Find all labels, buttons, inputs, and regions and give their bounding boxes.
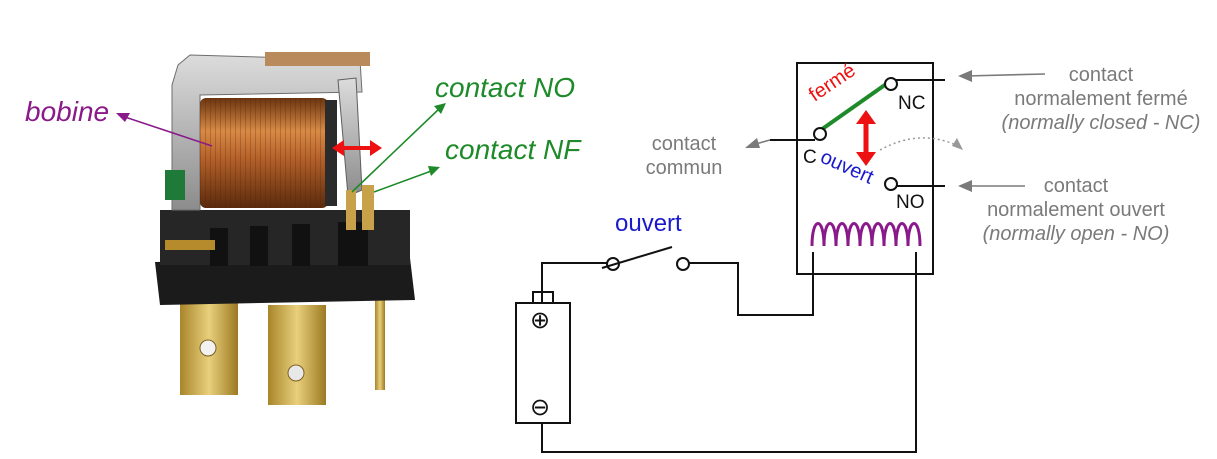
no-desc-line1: contact [1043, 175, 1109, 197]
common-contact-line2: commun [645, 157, 723, 179]
pin-no-label: NO [896, 192, 925, 213]
terminal-hole [199, 339, 217, 357]
coil-label: bobine [25, 96, 110, 127]
contact-blade-closed [816, 80, 891, 134]
nc-desc-line1: contact [1068, 64, 1134, 86]
terminal-hole [287, 364, 305, 382]
dotted-arrow [879, 137, 959, 151]
terminal-nc [884, 77, 898, 91]
steel-frame [171, 54, 363, 211]
common-contact-label: contact commun [628, 132, 740, 180]
nc-desc-line3: (normally closed - NC) [1001, 112, 1201, 134]
relay-base [155, 258, 415, 305]
battery-plus-symbol: ⊕ [530, 307, 551, 334]
relay-box [796, 62, 934, 275]
nc-desc-line2: normalement fermé [1014, 88, 1188, 110]
relay-photo [116, 52, 446, 405]
common-contact-line1: contact [651, 133, 717, 155]
terminal-no [884, 177, 898, 191]
switch-state-label: ouvert [615, 210, 682, 237]
switch-blade [601, 246, 673, 269]
no-desc-line2: normalement ouvert [987, 199, 1165, 221]
terminal-right [375, 300, 385, 390]
pin-nc-label: NC [898, 93, 926, 114]
contact-no-label: contact NO [435, 72, 576, 103]
switch-terminal [676, 257, 690, 271]
nc-description: contact normalement fermé (normally clos… [985, 63, 1217, 135]
wire-bottom [541, 252, 917, 453]
no-desc-line3: (normally open - NO) [982, 223, 1170, 245]
no-description: contact normalement ouvert (normally ope… [963, 174, 1189, 246]
wire-top [541, 262, 607, 303]
pin-c-label: C [803, 147, 817, 168]
terminal-middle [268, 305, 326, 405]
terminal-c [813, 127, 827, 141]
wire-switch-coil [689, 252, 814, 316]
battery-minus-symbol: ⊖ [530, 394, 551, 421]
coil-symbol [810, 222, 922, 247]
contact-nf-label: contact NF [445, 134, 581, 165]
